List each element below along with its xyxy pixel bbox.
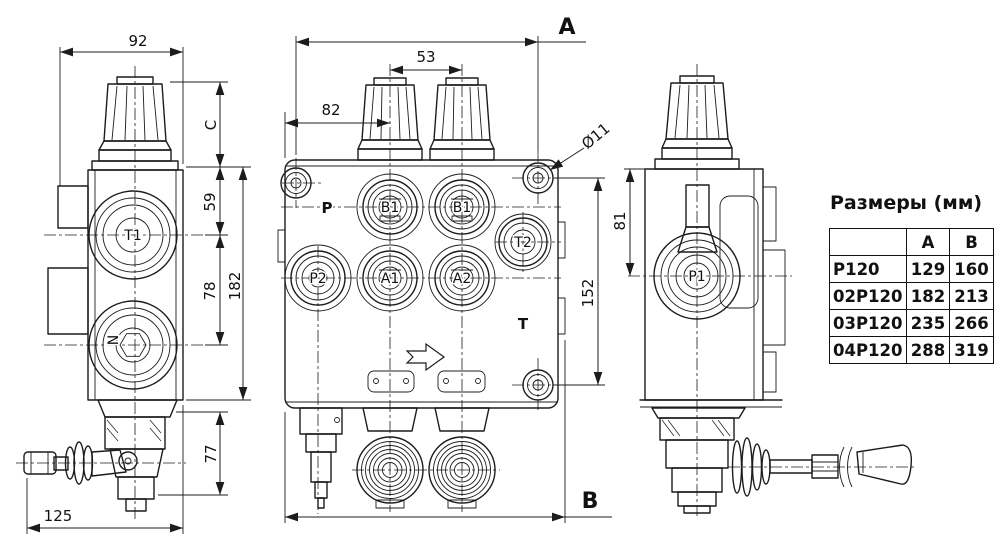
left-body [47, 169, 184, 401]
port-label-p1: P1 [688, 269, 705, 285]
dim-label-82: 82 [321, 101, 340, 119]
value-b-cell: 160 [949, 255, 994, 283]
port-label-b1-right: B1 [453, 200, 472, 216]
port-label-t: T [518, 315, 529, 333]
value-a-cell: 288 [906, 336, 950, 364]
value-a-cell: 235 [906, 309, 950, 337]
front-port-p2: P2 [290, 250, 346, 306]
port-label-b1-left: B1 [381, 200, 400, 216]
table-row: 02P120 182 213 [829, 282, 994, 310]
value-a-cell: 182 [906, 282, 950, 310]
dim-label-81: 81 [611, 211, 629, 230]
size-table: A B P120 129 160 02P120 182 213 03P120 2… [829, 228, 994, 364]
dim-label-125: 125 [44, 507, 73, 525]
size-table-col-a: A [906, 228, 950, 256]
dim-label-78: 78 [201, 281, 219, 300]
right-lever-assembly [639, 399, 913, 514]
front-port-b1-right: B1 [434, 179, 490, 235]
size-table-col-b: B [949, 228, 994, 256]
model-cell: 03P120 [829, 309, 907, 337]
left-port-n: N [88, 300, 178, 390]
mount-hole-top-left [280, 167, 312, 199]
lever-grip [856, 444, 913, 485]
port-label-t1: T1 [123, 228, 141, 244]
size-table-header-row: A B [829, 228, 994, 256]
size-table-corner-cell [829, 228, 907, 256]
model-cell: 02P120 [829, 282, 907, 310]
value-b-cell: 213 [949, 282, 994, 310]
model-cell: P120 [829, 255, 907, 283]
left-side-view: T1 N [16, 32, 251, 534]
front-port-a1: A1 [362, 250, 418, 306]
dim-label-53: 53 [416, 48, 435, 66]
dim-label-77: 77 [202, 444, 220, 463]
value-b-cell: 319 [949, 336, 994, 364]
front-view: B1 B1 T2 P2 A1 A2 [277, 15, 613, 523]
dim-label-b: B [582, 489, 599, 514]
port-label-p2: P2 [309, 271, 326, 287]
front-port-t2: T2 [498, 217, 548, 267]
dim-label-a: A [558, 15, 575, 40]
port-label-a2: A2 [453, 271, 471, 287]
relief-cap-1 [356, 436, 424, 509]
right-port-p1: P1 [653, 232, 741, 320]
value-b-cell: 266 [949, 309, 994, 337]
right-side-view: P1 [611, 64, 916, 516]
right-dimensions: 81 [611, 168, 648, 276]
front-port-b1-left: B1 [362, 179, 418, 235]
value-a-cell: 129 [906, 255, 950, 283]
dim-label-152: 152 [579, 279, 597, 308]
model-cell: 04P120 [829, 336, 907, 364]
front-body [277, 159, 566, 409]
table-row: 04P120 288 319 [829, 336, 994, 364]
dim-label-92: 92 [128, 32, 147, 50]
port-label-p: P [322, 199, 333, 217]
flow-direction-arrow [405, 342, 446, 372]
dim-label-182: 182 [226, 272, 244, 301]
table-row: 03P120 235 266 [829, 309, 994, 337]
port-label-n: N [106, 335, 122, 345]
port-label-a1: A1 [381, 271, 399, 287]
right-body [644, 168, 786, 401]
front-bottom-caps [299, 407, 496, 509]
front-dimensions: A 53 82 Ø11 152 B [284, 15, 613, 523]
front-port-a2: A2 [434, 250, 490, 306]
left-dimensions: 92 C 59 78 182 77 125 [26, 32, 251, 534]
relief-cap-2 [428, 436, 496, 509]
left-port-t1: T1 [88, 190, 178, 280]
size-table-title: Размеры (мм) [830, 192, 983, 214]
table-row: P120 129 160 [829, 255, 994, 283]
dim-label-c: C [202, 120, 220, 130]
port-label-t2: T2 [513, 235, 531, 251]
dim-label-59: 59 [201, 192, 219, 211]
left-lever-assembly [23, 399, 178, 512]
